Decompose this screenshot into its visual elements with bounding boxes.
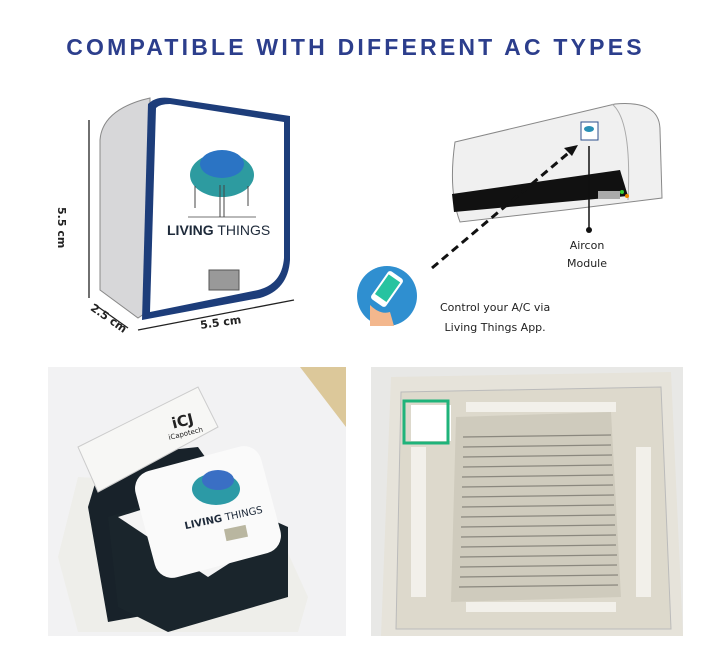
boxed-device-photo: iCJ iCapotech LIVING THINGS [48,367,346,636]
ceiling-ac-photo [371,367,683,636]
module-label-line2: Module [567,257,607,270]
brand-light: THINGS [217,222,271,238]
module-label-line1: Aircon [569,239,605,252]
brand-bold: LIVING [167,222,214,238]
height-label: 5.5 cm [55,207,68,249]
app-label-line1: Control your A/C via [440,301,551,314]
app-label-line2: Living Things App. [444,321,546,334]
page-title: COMPATIBLE WITH DIFFERENT AC TYPES [66,34,645,60]
device-dimension-illustration [88,97,295,331]
module-highlight-box [402,399,450,445]
ac-unit-illustration [357,103,663,326]
